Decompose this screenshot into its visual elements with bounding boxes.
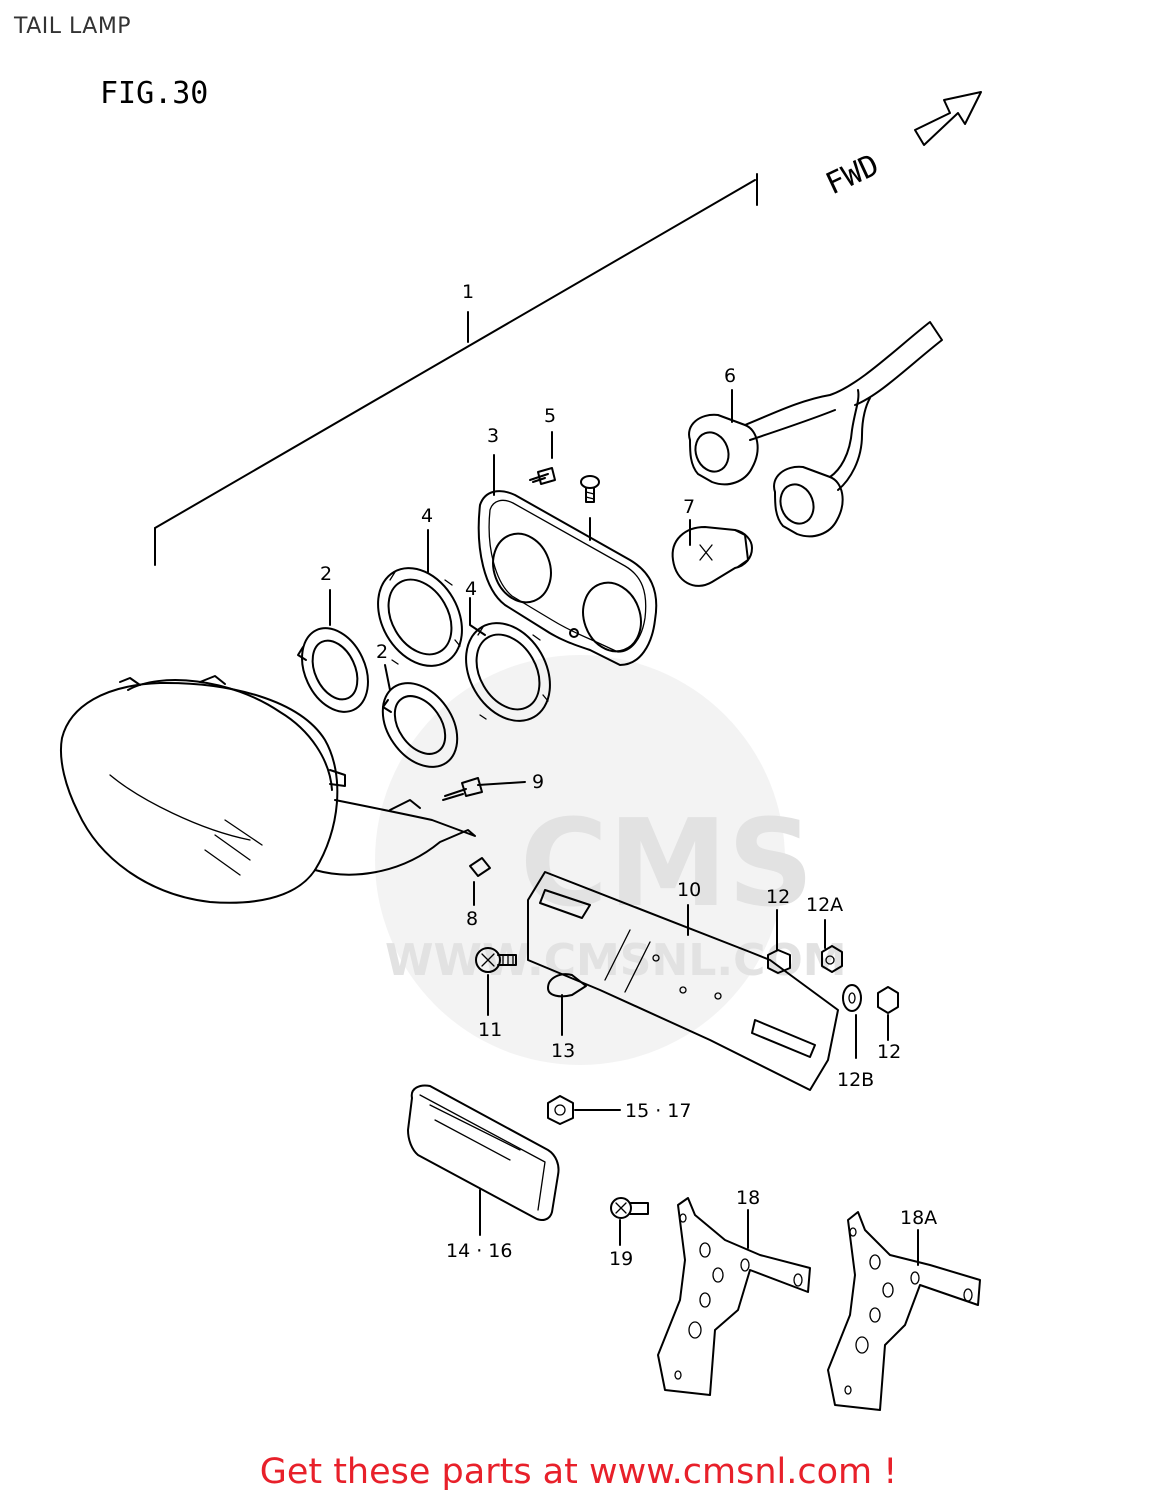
screw-9: [442, 777, 483, 801]
callout-18A: 18A: [900, 1207, 937, 1229]
watermark-brand: CMS: [520, 795, 814, 934]
footer-link[interactable]: Get these parts at www.cmsnl.com !: [259, 1452, 898, 1492]
callout-9: 9: [532, 771, 544, 793]
callout-6: 6: [724, 365, 736, 387]
callout-8: 8: [466, 908, 478, 930]
callout-12b: 12: [877, 1041, 901, 1063]
callout-5: 5: [544, 405, 556, 427]
screw-19: [610, 1197, 649, 1219]
leader-lines: [329, 389, 919, 1266]
reflector-13: [547, 973, 587, 998]
screw-5a: [529, 467, 556, 485]
lamp-ring-4a: [377, 567, 463, 667]
bracket-18: [657, 1197, 811, 1396]
bulb-7: [671, 526, 753, 587]
license-bracket-10: [527, 871, 839, 1091]
figure-label: FIG.30: [100, 76, 208, 111]
callout-4a: 4: [421, 505, 433, 527]
bolt-11: [475, 947, 517, 973]
nut-12A: [821, 945, 843, 973]
gasket-plate-3: [477, 490, 658, 666]
assembly-bracket: [154, 173, 758, 566]
callout-15-17: 15 · 17: [625, 1100, 691, 1122]
callout-12A: 12A: [806, 894, 843, 916]
bracket-18A: [827, 1211, 981, 1411]
callout-4b: 4: [465, 578, 477, 600]
tail-lamp-housing: [60, 675, 476, 904]
callout-14-16: 14 · 16: [446, 1240, 512, 1262]
reflector-14-16: [407, 1084, 560, 1221]
callout-1: 1: [462, 281, 474, 303]
direction-label: FWD: [821, 148, 885, 203]
callout-13: 13: [551, 1040, 575, 1062]
callout-3: 3: [487, 425, 499, 447]
callout-2b: 2: [376, 641, 388, 663]
screw-5b: [580, 475, 600, 503]
socket-gasket-2a: [297, 627, 369, 713]
socket-harness-6: [688, 321, 943, 538]
nut-15-17: [547, 1095, 574, 1125]
callout-12a: 12: [766, 886, 790, 908]
callout-10: 10: [677, 879, 701, 901]
nut-12b: [877, 986, 899, 1014]
callout-2a: 2: [320, 563, 332, 585]
callout-18: 18: [736, 1187, 760, 1209]
watermark: CMS WWW.CMSNL.COM: [375, 655, 847, 1065]
nut-8: [469, 857, 491, 877]
washer-12B: [842, 984, 862, 1012]
socket-gasket-2b: [381, 682, 459, 768]
callout-11: 11: [478, 1019, 502, 1041]
callout-7: 7: [683, 496, 695, 518]
forward-arrow-icon: FWD: [821, 91, 982, 203]
callout-12B: 12B: [837, 1069, 874, 1091]
callout-labels: 1 2 2 3 4 4 5 6 7 8 9 10 11 12 12A 12 12…: [320, 281, 937, 1270]
page-title: TAIL LAMP: [14, 14, 132, 39]
callout-19: 19: [609, 1248, 633, 1270]
